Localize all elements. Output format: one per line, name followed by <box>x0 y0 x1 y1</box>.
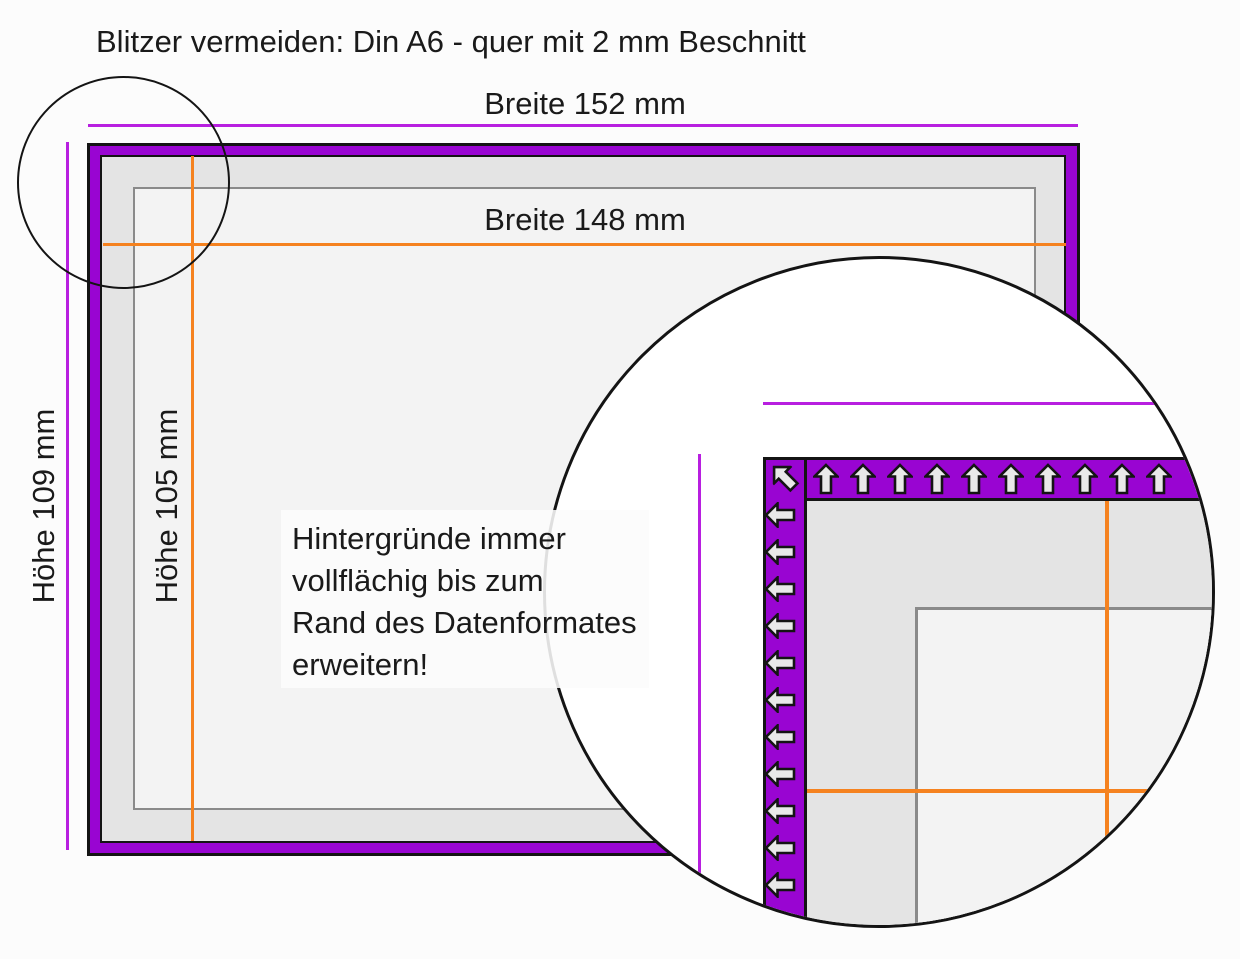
bleed-arrow-left-icon <box>764 724 796 750</box>
trim-width-dimension-line <box>103 243 1066 246</box>
bleed-arrow-left-icon <box>764 761 796 787</box>
bleed-arrow-up-icon <box>1146 463 1172 495</box>
trim-height-label: Höhe 105 mm <box>149 408 184 604</box>
bleed-arrow-left-icon <box>764 872 796 898</box>
bleed-arrow-left-icon <box>764 798 796 824</box>
page-title: Blitzer vermeiden: Din A6 - quer mit 2 m… <box>96 24 806 59</box>
bleed-arrow-up-icon <box>887 463 913 495</box>
bleed-arrow-up-icon <box>850 463 876 495</box>
corner-highlight-circle <box>17 76 230 289</box>
note-line: erweitern! <box>292 647 429 682</box>
bleed-width-dimension-line <box>88 124 1078 127</box>
magnified-safe-area <box>915 607 1212 925</box>
magnified-trim-width-line <box>807 789 1212 793</box>
bleed-height-label: Höhe 109 mm <box>26 408 61 604</box>
bleed-arrow-left-icon <box>764 835 796 861</box>
magnified-bleed-width-line <box>763 402 1212 405</box>
bleed-arrow-left-icon <box>764 502 796 528</box>
bleed-height-dimension-line <box>66 142 69 850</box>
trim-height-dimension-line <box>191 156 194 841</box>
bleed-arrow-corner-icon <box>763 456 804 497</box>
bleed-arrow-left-icon <box>764 650 796 676</box>
bleed-arrow-up-icon <box>961 463 987 495</box>
bleed-width-label: Breite 152 mm <box>484 86 686 121</box>
bleed-arrow-left-icon <box>764 613 796 639</box>
trim-width-label: Breite 148 mm <box>484 202 686 237</box>
bleed-arrow-up-icon <box>924 463 950 495</box>
note-box: Hintergründe immer vollflächig bis zum R… <box>281 510 649 688</box>
note-line: Rand des Datenformates <box>292 605 637 640</box>
magnified-trim-height-line <box>1105 501 1109 901</box>
bleed-arrow-up-icon <box>998 463 1024 495</box>
bleed-arrow-up-icon <box>1109 463 1135 495</box>
magnified-bleed-band-top <box>763 457 1212 501</box>
note-line: Hintergründe immer <box>292 521 566 556</box>
bleed-arrow-up-icon <box>813 463 839 495</box>
bleed-arrow-left-icon <box>764 576 796 602</box>
bleed-arrow-up-icon <box>1035 463 1061 495</box>
magnifier-circle <box>543 256 1215 928</box>
bleed-arrow-up-icon <box>1072 463 1098 495</box>
magnified-bleed-height-line <box>698 454 701 884</box>
bleed-arrow-left-icon <box>764 687 796 713</box>
note-line: vollflächig bis zum <box>292 563 544 598</box>
bleed-arrow-left-icon <box>764 539 796 565</box>
